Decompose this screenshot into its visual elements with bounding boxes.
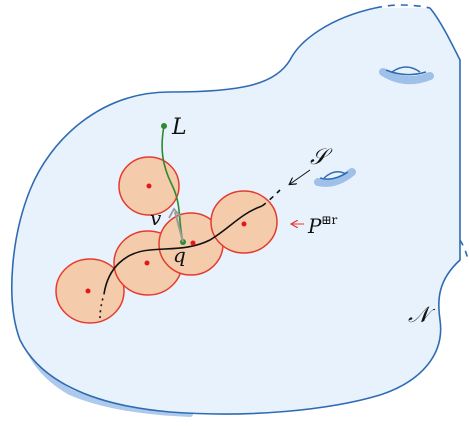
curve-S-dotted-start	[99, 293, 105, 319]
label-P-superscript: ⊞r	[321, 213, 337, 227]
center-dot	[241, 221, 247, 227]
curve-S	[103, 205, 263, 295]
vector-v-arrow	[168, 207, 184, 243]
handle-icon	[379, 66, 434, 85]
point-L	[161, 123, 167, 129]
center-dot	[85, 288, 91, 294]
arrow-icon	[290, 169, 311, 184]
label-P: P⊞r	[307, 213, 338, 238]
center-dot	[190, 240, 196, 246]
label-L: L	[171, 115, 187, 140]
label-v: v	[150, 206, 162, 230]
geodesic-to-L	[161, 125, 184, 243]
center-dot	[146, 183, 152, 189]
manifold-edge-top-dashed	[374, 4, 431, 9]
curve-S-dashed-end	[261, 189, 281, 207]
handle-icon	[314, 168, 356, 187]
manifold-edge-right-dashed	[459, 239, 469, 261]
center-dot	[144, 260, 150, 266]
label-q: q	[173, 243, 186, 267]
